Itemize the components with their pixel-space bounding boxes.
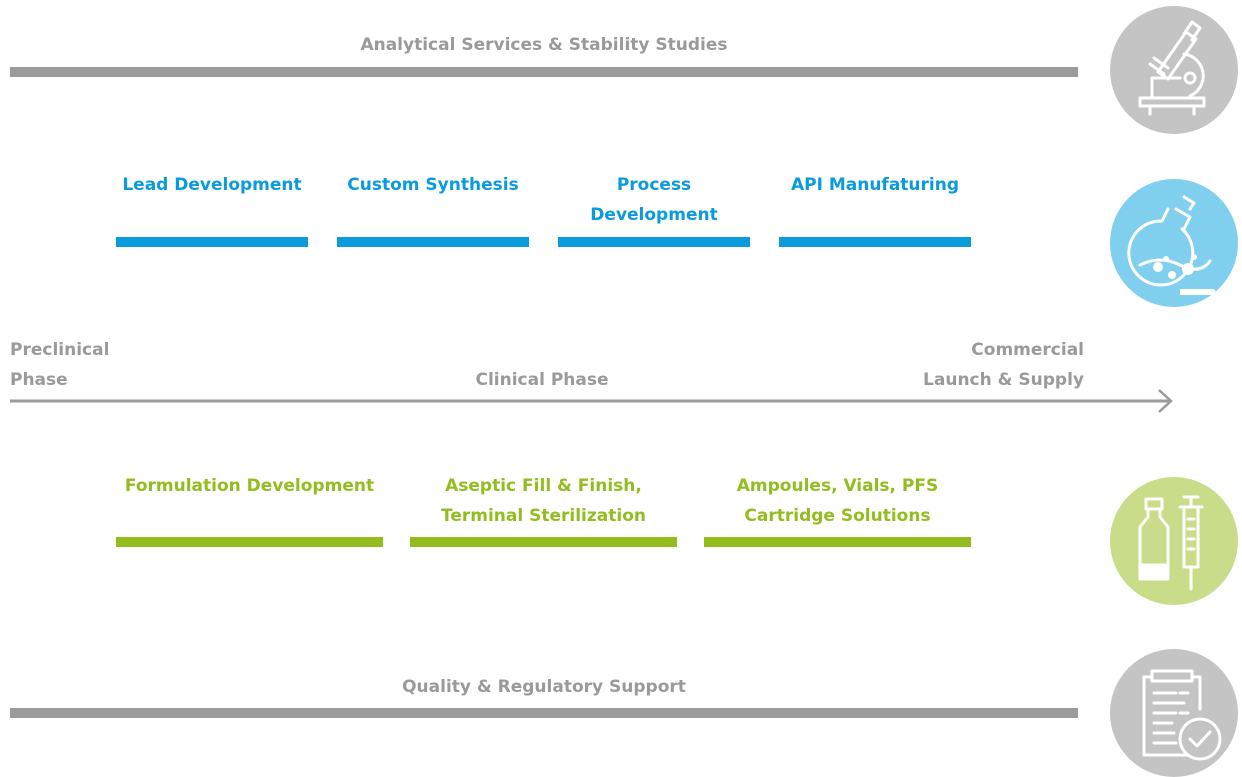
preclinical-line1: Preclinical (10, 340, 110, 360)
custom-synthesis-line2: Custom Synthesis (347, 175, 519, 195)
ampoules-vials-line2: Cartridge Solutions (744, 506, 931, 526)
custom-synthesis-label: Custom Synthesis (337, 170, 529, 200)
ampoules-vials-bar (704, 537, 971, 547)
aseptic-fill-finish-bar (410, 537, 677, 547)
api-manufacturing-bar (779, 237, 971, 247)
process-development-line1: Process (616, 175, 692, 195)
preclinical-line2: Phase (10, 370, 68, 390)
aseptic-fill-finish-label: Aseptic Fill & Finish, Terminal Steriliz… (410, 471, 677, 531)
lead-development-label: Lead Development (116, 170, 308, 200)
api-manufacturing-label: API Manufaturing (779, 170, 971, 200)
process-development-bar (558, 237, 750, 247)
ampoules-vials-label: Ampoules, Vials, PFS Cartridge Solutions (704, 471, 971, 531)
aseptic-fill-finish-line1: Aseptic Fill & Finish, (445, 476, 642, 496)
lead-development-line2: Lead Development (122, 175, 302, 195)
flask-icon (1110, 179, 1238, 307)
vial-syringe-icon (1110, 477, 1238, 605)
process-development-line2: Development (590, 205, 718, 225)
formulation-development-bar (116, 537, 383, 547)
quality-regulatory-label: Quality & Regulatory Support (402, 677, 686, 697)
timeline-arrow (10, 389, 1173, 413)
process-development-label: Process Development (558, 170, 750, 230)
clinical-phase-label: Clinical Phase (475, 370, 609, 390)
microscope-icon (1110, 6, 1238, 134)
analytical-services-bar (10, 67, 1078, 77)
api-manufacturing-line2: API Manufaturing (790, 175, 960, 195)
ampoules-vials-line1: Ampoules, Vials, PFS (736, 476, 939, 496)
commercial-line1: Commercial (971, 340, 1084, 360)
formulation-development-label: Formulation Development (116, 471, 383, 501)
custom-synthesis-bar (337, 237, 529, 247)
commercial-phase-label: Commercial Launch & Supply (923, 335, 1084, 395)
commercial-line2: Launch & Supply (923, 370, 1084, 390)
quality-regulatory-bar (10, 708, 1078, 718)
document-check-icon (1110, 649, 1238, 777)
aseptic-fill-finish-line2: Terminal Sterilization (441, 506, 646, 526)
formulation-development-line2: Formulation Development (124, 476, 375, 496)
lead-development-bar (116, 237, 308, 247)
preclinical-phase-label: Preclinical Phase (10, 335, 109, 395)
analytical-services-label: Analytical Services & Stability Studies (360, 35, 728, 55)
